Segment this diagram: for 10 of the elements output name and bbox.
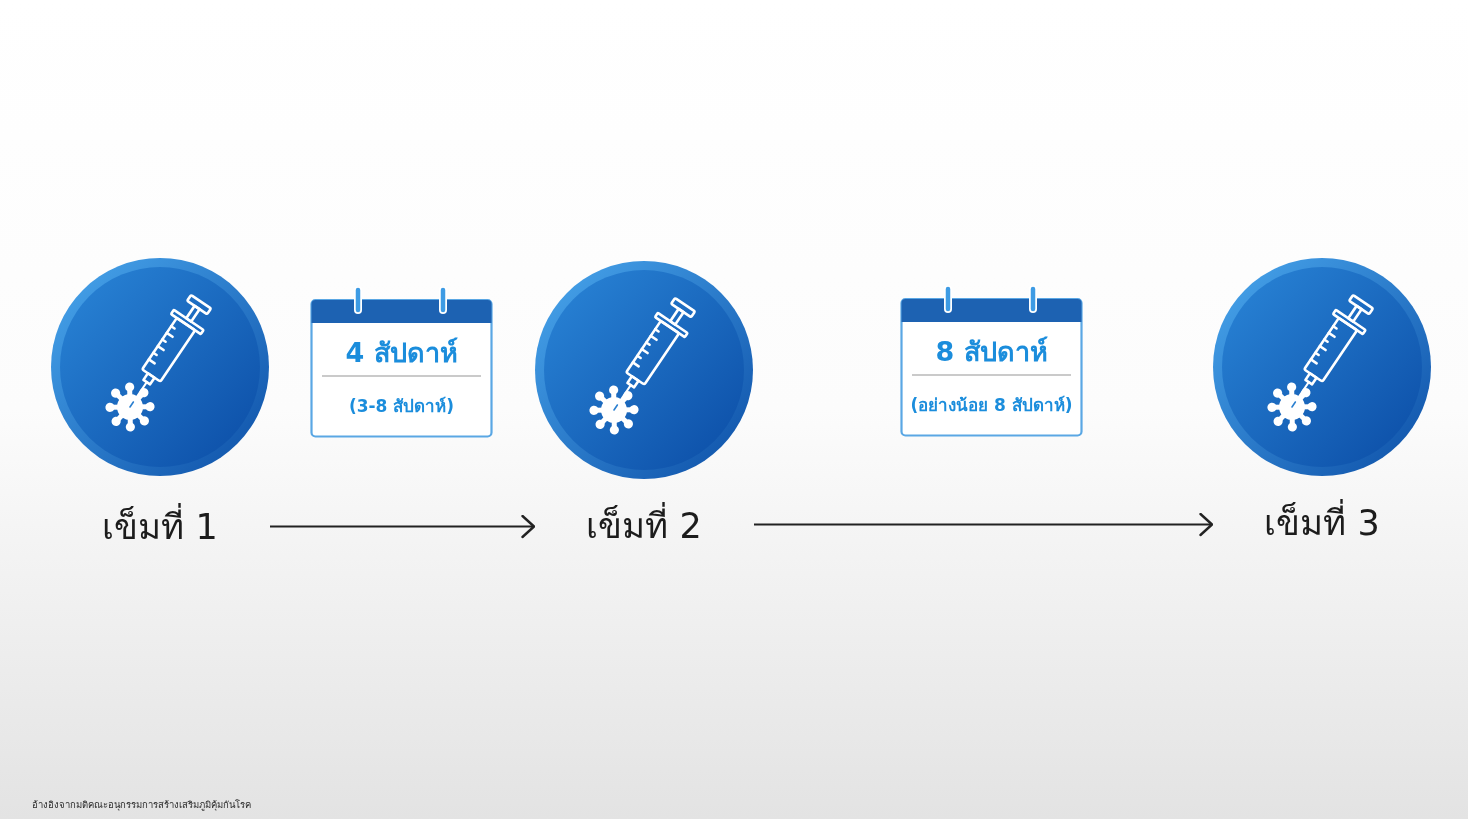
interval-note: (3-8 สัปดาห์): [348, 395, 455, 418]
interval-note: (อย่างน้อย 8 สัปดาห์): [910, 394, 1073, 417]
source-note: อ้างอิงจากมติคณะอนุกรรมการสร้างเสริมภูมิคุ้มกันโรค: [32, 798, 251, 812]
duration-text: 4 สัปดาห์: [345, 336, 458, 370]
arrow: [270, 514, 536, 539]
arrow: [754, 512, 1214, 537]
duration-text: 8 สัปดาห์: [935, 335, 1048, 369]
dose-label: เข็มที่ 3: [1264, 501, 1380, 545]
dose-label: เข็มที่ 2: [586, 504, 702, 548]
dose-label: เข็มที่ 1: [102, 505, 218, 549]
